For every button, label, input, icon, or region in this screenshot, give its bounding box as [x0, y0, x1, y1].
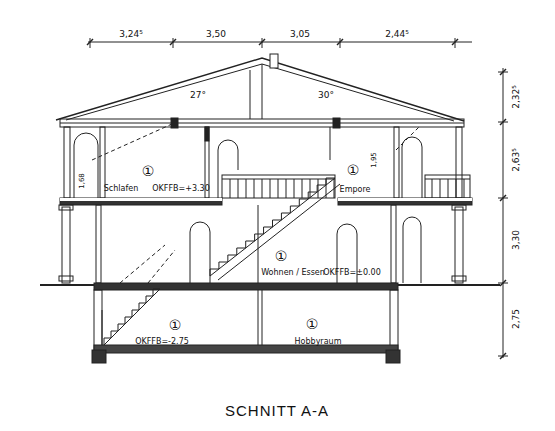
stroke: [464, 179, 465, 198]
stroke: [317, 185, 318, 192]
dimension-label: 27°: [190, 91, 206, 100]
stroke: [290, 206, 291, 213]
stroke: [228, 255, 237, 256]
dimension-label: 3,50: [206, 30, 226, 39]
stroke: [227, 255, 228, 262]
stroke: [272, 220, 273, 227]
stroke: [310, 179, 311, 198]
stroke: [286, 179, 287, 198]
room-label: Empore: [340, 186, 371, 194]
stroke: [318, 179, 319, 198]
dimension-label: 3,30: [512, 230, 521, 250]
stroke: [264, 227, 273, 228]
stroke: [294, 179, 295, 198]
room-label: Wohnen / Essen: [261, 269, 325, 277]
dimension-label: 2,32⁵: [512, 85, 521, 109]
dimension-label: 2,44⁵: [385, 30, 409, 39]
stroke: [317, 185, 326, 186]
stroke: [281, 213, 282, 220]
dimension-label: 3,05: [290, 30, 310, 39]
stroke: [219, 262, 228, 263]
room-label: OKFFB=-2.75: [135, 338, 189, 346]
stroke: [440, 179, 441, 198]
stroke: [104, 289, 160, 345]
stroke: [246, 179, 247, 198]
stroke: [302, 179, 303, 198]
room-number: ①: [275, 249, 288, 263]
stroke: [262, 179, 263, 198]
dimension-label: 1,95: [371, 152, 378, 168]
stroke: [290, 206, 299, 207]
room-number: ①: [142, 164, 155, 178]
room-label: OKFFB=±0.00: [323, 269, 380, 277]
room-label: Hobbyraum: [295, 338, 342, 346]
stroke: [299, 199, 300, 206]
dimension-label: 30°: [318, 91, 334, 100]
stroke: [254, 234, 255, 241]
dimension-label: 3,24⁵: [119, 30, 143, 39]
room-number: ①: [169, 318, 182, 332]
stroke: [246, 241, 255, 242]
stroke: [218, 262, 219, 269]
stroke: [308, 192, 309, 199]
stroke: [299, 199, 308, 200]
stroke: [210, 269, 219, 270]
stroke: [238, 179, 239, 198]
stroke: [308, 192, 317, 193]
stroke: [237, 248, 246, 249]
room-number: ①: [347, 163, 360, 177]
stroke: [245, 241, 246, 248]
room-number: ①: [306, 317, 319, 331]
stroke: [278, 179, 279, 198]
stroke: [273, 220, 282, 221]
stroke: [432, 179, 433, 198]
stroke: [456, 179, 457, 198]
section-caption: SCHNITT A-A: [225, 403, 329, 418]
dimension-label: 1,68: [79, 173, 86, 189]
stroke: [270, 179, 271, 198]
stroke: [148, 250, 175, 283]
stroke: [230, 179, 231, 198]
room-label: OKFFB=+3.30: [152, 185, 209, 193]
stroke: [448, 179, 449, 198]
stroke: [210, 269, 211, 276]
dimension-label: 2,63⁵: [512, 148, 521, 172]
stroke: [255, 234, 264, 235]
stroke: [263, 227, 264, 234]
stroke: [326, 178, 335, 179]
stroke: [326, 178, 327, 185]
stroke: [236, 248, 237, 255]
stroke: [254, 179, 255, 198]
room-label: Schlafen: [104, 185, 138, 193]
dimension-label: 2,75: [512, 309, 521, 329]
stroke: [281, 213, 290, 214]
